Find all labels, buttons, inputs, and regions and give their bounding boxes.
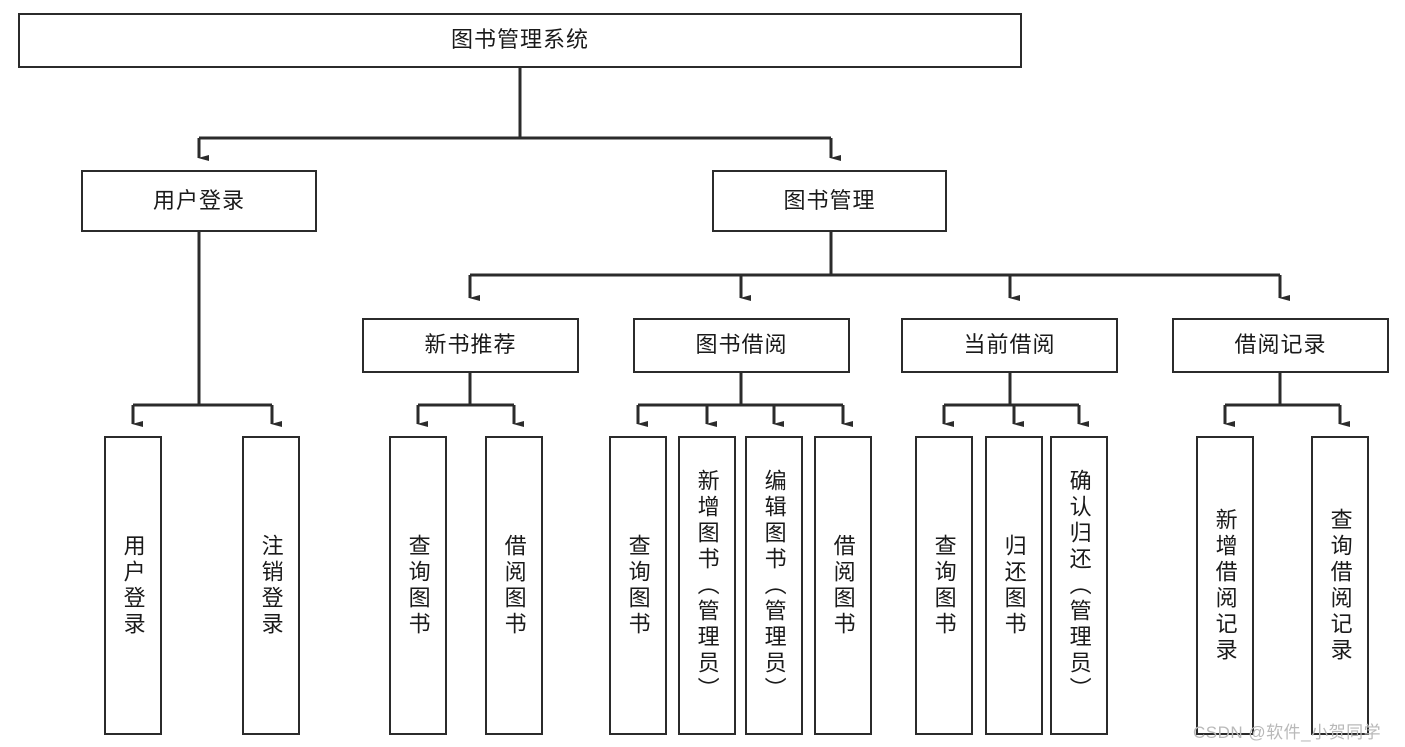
leaf-return-book[interactable]: 归还图书	[985, 436, 1043, 735]
node-root[interactable]: 图书管理系统	[18, 13, 1022, 68]
leaf-query-borrow-record[interactable]: 查询借阅记录	[1311, 436, 1369, 735]
leaf-query-book-current[interactable]: 查询图书	[915, 436, 973, 735]
leaf-borrow-book-recommend-label: 借阅图书	[501, 533, 527, 638]
leaf-user-login-label: 用户登录	[120, 533, 146, 638]
leaf-borrow-book-recommend[interactable]: 借阅图书	[485, 436, 543, 735]
node-new-book-recommend[interactable]: 新书推荐	[362, 318, 579, 373]
leaf-borrow-book[interactable]: 借阅图书	[814, 436, 872, 735]
node-book-borrow-label: 图书借阅	[695, 332, 788, 358]
node-current-borrow-label: 当前借阅	[963, 332, 1056, 358]
node-book-borrow[interactable]: 图书借阅	[633, 318, 850, 373]
leaf-query-book-current-label: 查询图书	[931, 533, 957, 638]
leaf-add-borrow-record[interactable]: 新增借阅记录	[1196, 436, 1254, 735]
leaf-return-book-label: 归还图书	[1001, 533, 1027, 638]
leaf-add-book-admin[interactable]: 新增图书（管理员）	[678, 436, 736, 735]
leaf-query-book-borrow-label: 查询图书	[625, 533, 651, 638]
leaf-logout-label: 注销登录	[258, 533, 284, 638]
leaf-confirm-return-admin[interactable]: 确认归还（管理员）	[1050, 436, 1108, 735]
node-user-login-label: 用户登录	[152, 187, 245, 213]
leaf-add-book-admin-label: 新增图书（管理员）	[694, 468, 720, 703]
leaf-query-book-recommend-label: 查询图书	[405, 533, 431, 638]
node-user-login[interactable]: 用户登录	[81, 170, 317, 232]
node-book-management[interactable]: 图书管理	[712, 170, 947, 232]
node-borrow-record-label: 借阅记录	[1234, 332, 1327, 358]
leaf-logout[interactable]: 注销登录	[242, 436, 300, 735]
node-new-book-recommend-label: 新书推荐	[424, 332, 517, 358]
leaf-query-borrow-record-label: 查询借阅记录	[1327, 507, 1353, 664]
node-current-borrow[interactable]: 当前借阅	[901, 318, 1118, 373]
leaf-user-login[interactable]: 用户登录	[104, 436, 162, 735]
leaf-edit-book-admin[interactable]: 编辑图书（管理员）	[745, 436, 803, 735]
leaf-borrow-book-label: 借阅图书	[830, 533, 856, 638]
leaf-edit-book-admin-label: 编辑图书（管理员）	[761, 468, 787, 703]
leaf-query-book-recommend[interactable]: 查询图书	[389, 436, 447, 735]
leaf-add-borrow-record-label: 新增借阅记录	[1212, 507, 1238, 664]
leaf-confirm-return-admin-label: 确认归还（管理员）	[1066, 468, 1092, 703]
node-book-management-label: 图书管理	[783, 187, 876, 213]
leaf-query-book-borrow[interactable]: 查询图书	[609, 436, 667, 735]
node-borrow-record[interactable]: 借阅记录	[1172, 318, 1389, 373]
node-root-label: 图书管理系统	[450, 27, 589, 53]
